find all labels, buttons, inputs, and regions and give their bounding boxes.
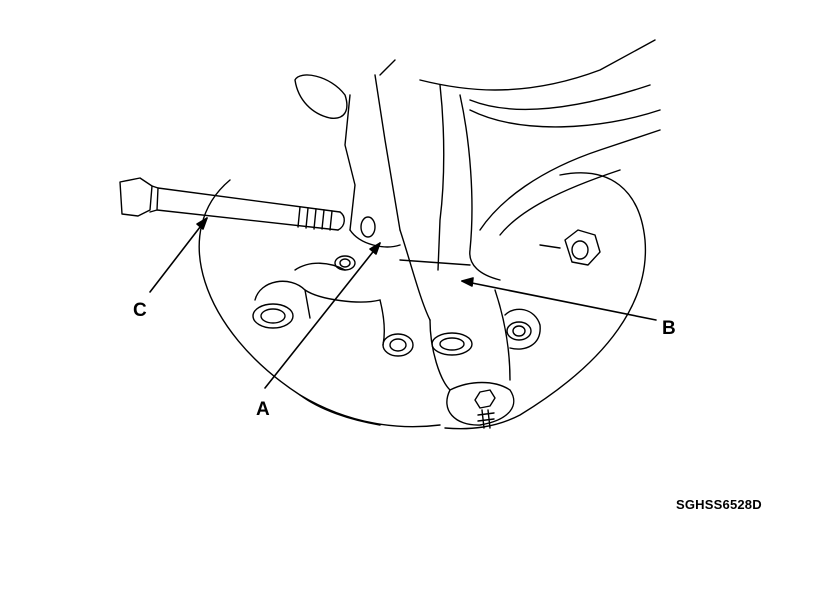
upper-arm	[419, 39, 661, 236]
flange-bolt	[119, 177, 345, 231]
leader-line-b	[461, 280, 657, 321]
brake-disc	[198, 172, 647, 430]
hex-nut	[539, 229, 601, 266]
figure-reference-code: SGHSS6528D	[676, 497, 762, 512]
leader-line-c	[149, 217, 208, 293]
arrowhead-c	[196, 217, 208, 230]
mounting-bushings	[252, 216, 541, 357]
callout-label-b: B	[662, 318, 676, 339]
arrowhead-a	[369, 242, 381, 255]
strut-body	[294, 59, 401, 248]
knuckle-body	[399, 84, 515, 429]
callout-label-a: A	[256, 399, 270, 420]
arrowhead-b	[461, 277, 474, 287]
callout-label-c: C	[133, 300, 147, 321]
callout-leaders	[149, 217, 657, 389]
leader-line-a	[264, 242, 381, 389]
